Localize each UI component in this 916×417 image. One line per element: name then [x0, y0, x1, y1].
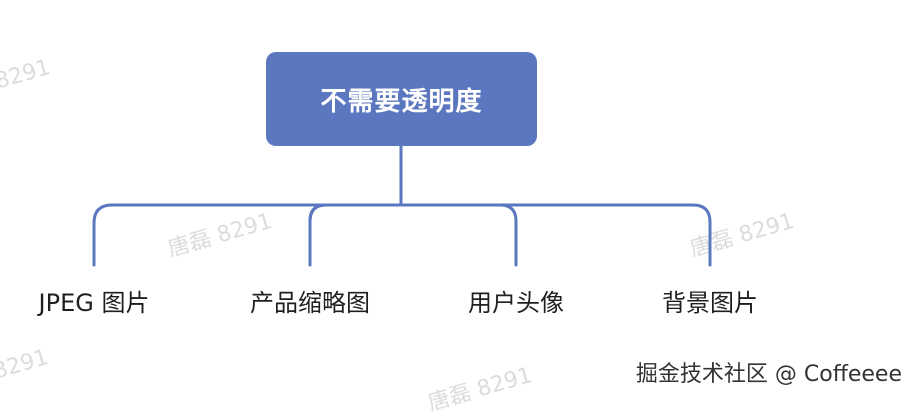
connector-child-4	[691, 203, 712, 267]
connector-child-3	[308, 203, 328, 223]
source-credit: 掘金技术社区 @ Coffeeee	[635, 362, 902, 387]
connector-child-1	[92, 203, 114, 267]
child-node-background: 背景图片	[662, 289, 758, 317]
child-node-avatar: 用户头像	[468, 289, 564, 317]
root-node-label: 不需要透明度	[320, 86, 483, 117]
tree-connectors	[92, 144, 712, 267]
child-node-jpeg: JPEG 图片	[38, 289, 150, 317]
child-node-thumbnail: 产品缩略图	[250, 289, 370, 317]
diagram-canvas: 8291 唐磊 8291 唐磊 8291 8291 唐磊 8291 不需要透明度…	[0, 52, 902, 416]
root-node: 不需要透明度	[266, 52, 537, 146]
connector-child-3b	[498, 203, 518, 267]
